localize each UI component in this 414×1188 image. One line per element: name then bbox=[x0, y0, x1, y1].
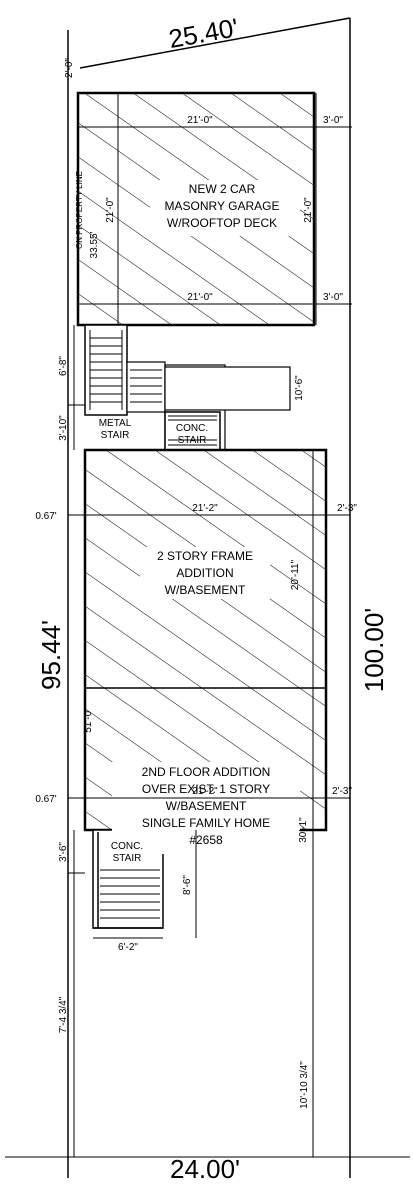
garage-setback-bottom-dim: 3'-0" bbox=[323, 292, 343, 303]
existing-depth-dim: 30'-1" bbox=[298, 817, 309, 843]
front-stair-treads bbox=[100, 869, 160, 919]
existing-label-line5: #2658 bbox=[189, 833, 223, 847]
front-yard-left-dim: 7'-4 3/4" bbox=[58, 996, 69, 1033]
garage-label-line1: NEW 2 CAR bbox=[189, 182, 256, 196]
front-stair-label-line1: CONC. bbox=[111, 841, 143, 852]
metal-stair-treads bbox=[89, 330, 123, 410]
conc-stair-rear-walk bbox=[164, 366, 291, 411]
existing-label-line3: W/BASEMENT bbox=[166, 799, 247, 813]
house-left-offset-top-dim: 0.67' bbox=[35, 511, 56, 522]
front-stair-label-bg bbox=[105, 838, 149, 864]
conc-stair-rear-label-line1: CONC. bbox=[176, 423, 208, 434]
garage-width-bottom-dim: 21'-0" bbox=[187, 292, 213, 303]
garage-depth-left-dim: 21'-0" bbox=[105, 197, 116, 223]
bottom-width-dim: 24.00' bbox=[170, 1154, 240, 1184]
gap-len-dim: 3'-10" bbox=[58, 415, 69, 441]
addition-label-bg bbox=[140, 547, 270, 599]
conc-stair-rear-treads bbox=[168, 415, 217, 446]
rear-stairs: METAL STAIR CONC. STAIR 10'-6" bbox=[84, 324, 305, 451]
dimension-lines bbox=[68, 93, 352, 1157]
garage-label-line2: MASONRY GARAGE bbox=[165, 199, 280, 213]
house-right-setback-top-dim: 2'-3" bbox=[337, 503, 357, 514]
house-right-setback-bottom-dim: 2'-3" bbox=[332, 786, 352, 797]
property-lines bbox=[5, 17, 410, 1178]
front-stair-label-line2: STAIR bbox=[113, 853, 142, 864]
house-total-depth-dim: 51'-0" bbox=[83, 707, 94, 733]
front-stair-dim: 3'-6" bbox=[58, 842, 69, 862]
addition-label-line2: ADDITION bbox=[176, 566, 233, 580]
existing-label-line2: OVER EXIST. 1 STORY bbox=[142, 782, 270, 796]
right-length-dim: 100.00' bbox=[359, 608, 389, 693]
metal-stair-len-dim: 6'-8" bbox=[58, 356, 69, 376]
addition-label-line3: W/BASEMENT bbox=[165, 583, 246, 597]
garage-setback-top-dim: 3'-0" bbox=[323, 115, 343, 126]
addition-depth-dim: 20'-11" bbox=[290, 559, 301, 590]
house-left-offset-bottom-dim: 0.67' bbox=[35, 794, 56, 805]
conc-stair-rear-label-line2: STAIR bbox=[178, 435, 207, 446]
garage-lot-depth-dim: 33.55' bbox=[89, 231, 100, 258]
metal-stair-label-line2: STAIR bbox=[101, 430, 130, 441]
metal-stair-label-line1: METAL bbox=[99, 418, 132, 429]
garage-depth-right-dim: 21'-0" bbox=[303, 197, 314, 223]
existing-label-line1: 2ND FLOOR ADDITION bbox=[142, 765, 271, 779]
garage: NEW 2 CAR MASONRY GARAGE W/ROOFTOP DECK bbox=[76, 91, 316, 327]
front-yard-right-dim: 10'-10 3/4" bbox=[299, 1061, 310, 1109]
metal-stair-lower-treads bbox=[130, 369, 162, 403]
left-length-dim: 95.44' bbox=[36, 620, 66, 690]
house-width-top-dim: 21'-2" bbox=[192, 503, 218, 514]
top-offset-dim: 2'-0" bbox=[64, 58, 75, 78]
garage-label-bg bbox=[150, 180, 300, 236]
addition-label-line1: 2 STORY FRAME bbox=[157, 549, 253, 563]
rear-property-line bbox=[79, 17, 351, 69]
front-stair-depth-dim: 8'-6" bbox=[182, 875, 193, 895]
top-width-dim: 25.40' bbox=[166, 12, 240, 54]
property-line-label: ON PROPERTY LINE bbox=[75, 171, 84, 249]
existing-label-line4: SINGLE FAMILY HOME bbox=[142, 816, 270, 830]
garage-width-top-dim: 21'-0" bbox=[187, 115, 213, 126]
front-stair-width-dim: 6'-2" bbox=[118, 942, 138, 953]
conc-stair-len-dim: 10'-6" bbox=[294, 375, 305, 401]
house-width-bottom-dim: 21'-2" bbox=[192, 786, 218, 797]
garage-label-line3: W/ROOFTOP DECK bbox=[167, 216, 277, 230]
